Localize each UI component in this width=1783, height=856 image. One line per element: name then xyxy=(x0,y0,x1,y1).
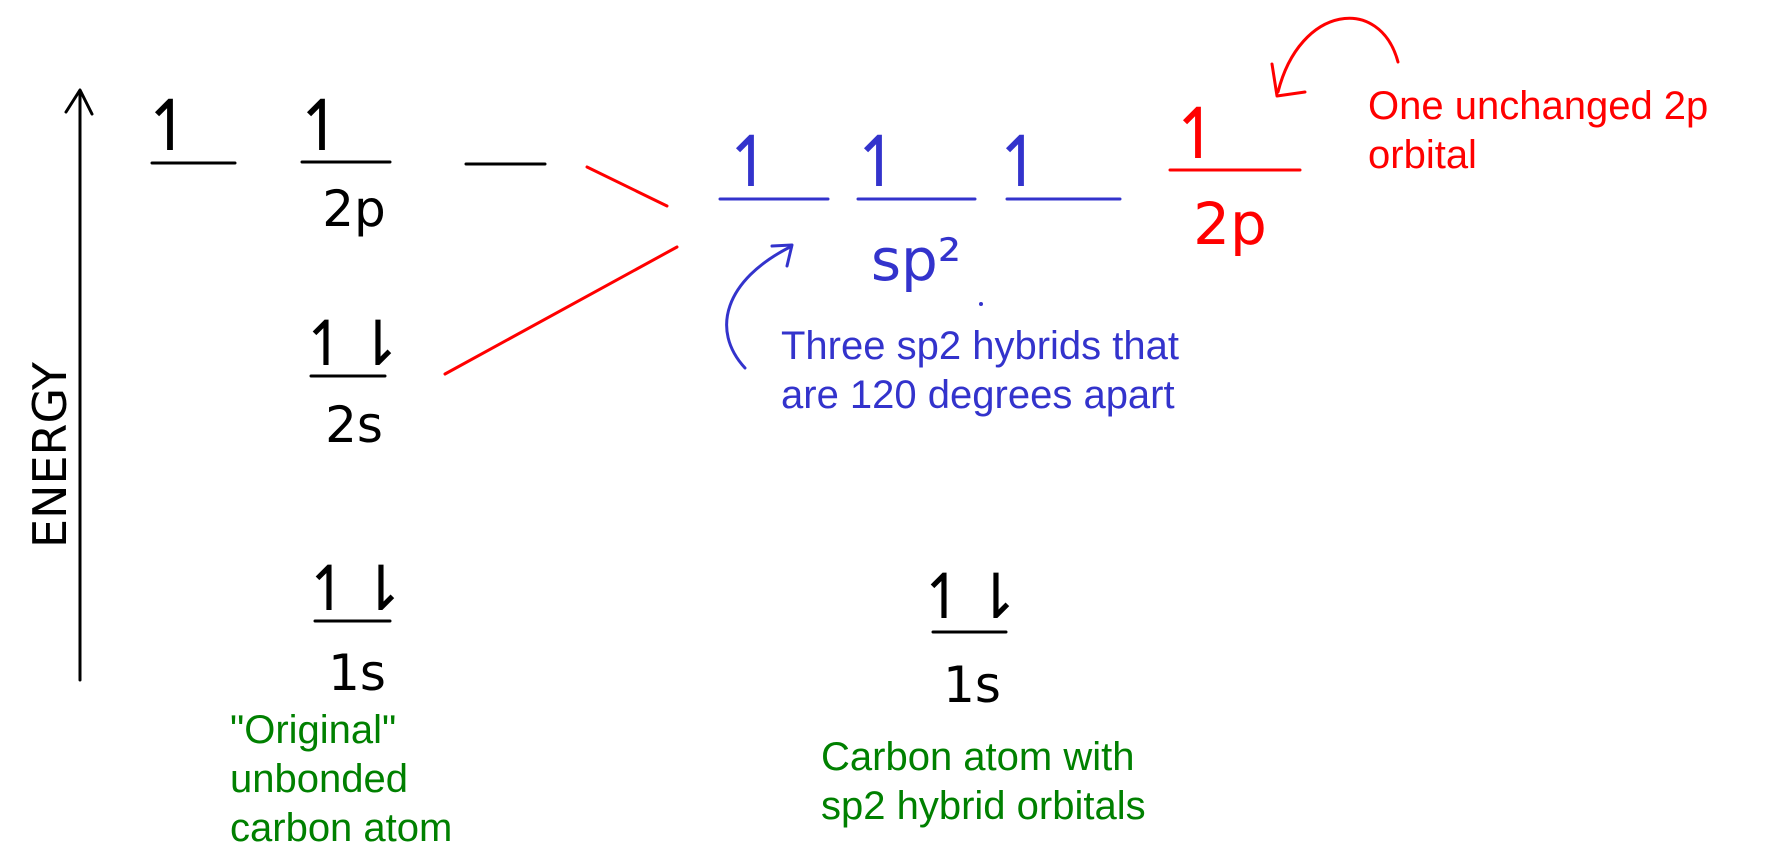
electron-arrow-sp2-a: ↿ xyxy=(722,121,781,203)
hybrids-note: Three sp2 hybrids that are 120 degrees a… xyxy=(781,324,1179,417)
connector-2p-line xyxy=(585,165,669,208)
electron-arrow-2p-b: ↿ xyxy=(293,85,352,167)
hybrids-pointer-curve xyxy=(725,245,792,370)
left-atom-caption: "Original" unbonded carbon atom xyxy=(230,708,453,850)
electron-pair-1s-right: ↿⇂ xyxy=(918,560,1022,633)
electron-arrow-sp2-c: ↿ xyxy=(992,121,1051,203)
electron-arrow-sp2-b: ↿ xyxy=(850,121,909,203)
orbital-label-1s-right: 1s xyxy=(943,656,1001,714)
connector-2s-line xyxy=(443,245,679,376)
energy-axis-label: ENERGY xyxy=(23,361,77,548)
unchanged-pointer-arrowhead xyxy=(1270,62,1307,98)
electron-arrow-2p-unchanged: ↿ xyxy=(1169,93,1228,175)
orbital-label-2s: 2s xyxy=(325,396,383,454)
orbital-label-2p: 2p xyxy=(322,180,386,238)
electron-arrow-2p-a: ↿ xyxy=(141,85,200,167)
energy-axis-arrowhead xyxy=(64,88,94,116)
right-atom-caption: Carbon atom with sp2 hybrid orbitals xyxy=(821,735,1146,828)
unchanged-pointer-curve xyxy=(1276,16,1400,94)
stray-dot xyxy=(979,302,983,306)
hybrids-pointer-arrowhead xyxy=(770,243,794,268)
orbital-label-1s-left: 1s xyxy=(328,644,386,702)
unchanged-note: One unchanged 2p orbital xyxy=(1368,84,1709,177)
electron-pair-2s: ↿⇂ xyxy=(300,307,404,380)
orbital-label-sp2: sp² xyxy=(871,226,961,294)
orbital-label-2p-unchanged: 2p xyxy=(1193,190,1267,258)
electron-pair-1s-left: ↿⇂ xyxy=(303,552,407,625)
